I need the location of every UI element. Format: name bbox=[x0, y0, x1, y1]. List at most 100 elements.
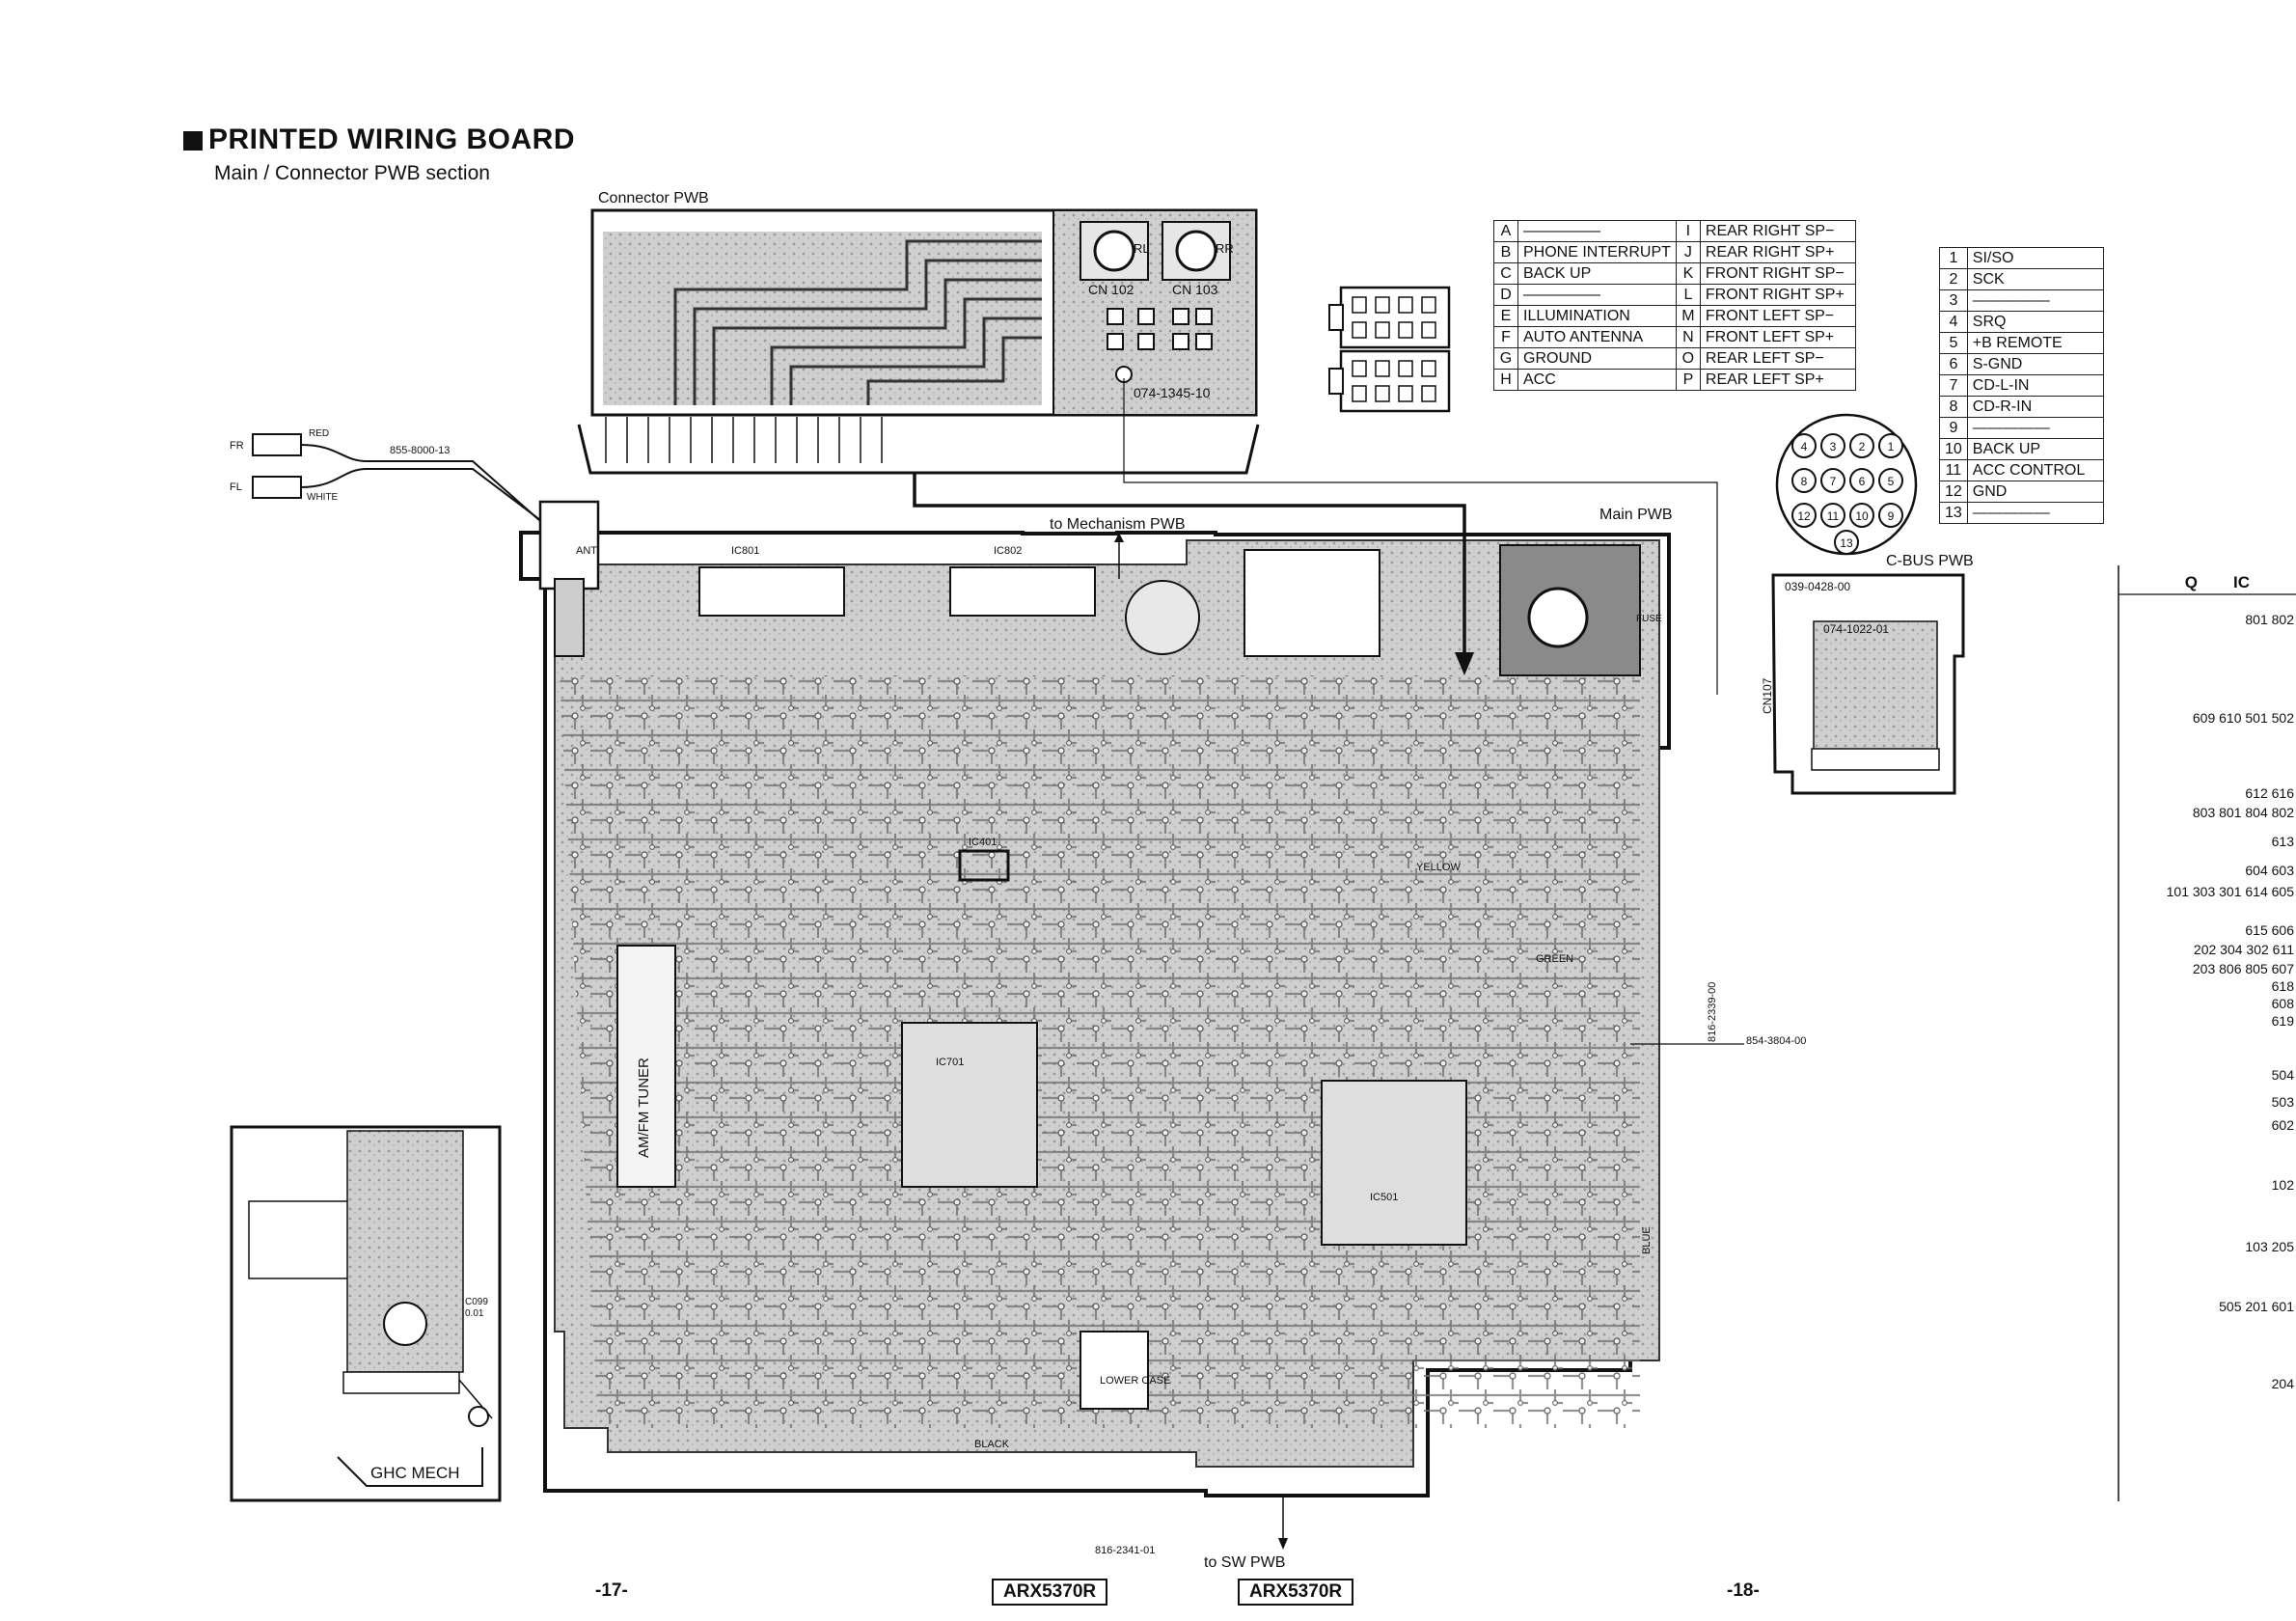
connector-pin-cell: FRONT LEFT SP+ bbox=[1699, 326, 1856, 348]
q-header: Q bbox=[2184, 573, 2198, 591]
qic-row: 602 bbox=[2271, 1117, 2294, 1133]
red-wire-label: RED bbox=[309, 428, 329, 439]
connector-pin-cell: H bbox=[1493, 369, 1518, 391]
connector-pwb: Connector PWB RL RR CN 102 CN 103 074-13… bbox=[577, 190, 1260, 475]
black-wire-label: BLACK bbox=[974, 1439, 1010, 1450]
fl-label: FL bbox=[230, 481, 242, 493]
din-pin-number: 8 bbox=[1801, 475, 1808, 488]
connector-pin-cell: BACK UP bbox=[1517, 262, 1677, 285]
green-wire-label: GREEN bbox=[1536, 953, 1573, 965]
cbus-pin-cell: 12 bbox=[1939, 481, 1968, 503]
connector-pin-cell: AUTO ANTENNA bbox=[1517, 326, 1677, 348]
din-pin-number: 2 bbox=[1859, 440, 1866, 453]
qic-row: 618 bbox=[2271, 978, 2294, 994]
connector-pin-cell: I bbox=[1675, 220, 1701, 242]
qic-row: 609 610 501 502 bbox=[2192, 710, 2294, 726]
page-title-text: PRINTED WIRING BOARD bbox=[208, 124, 575, 155]
qic-row: 101 303 301 614 605 bbox=[2166, 884, 2294, 899]
cbus-pin-cell: 5 bbox=[1939, 332, 1968, 354]
am-fm-tuner-label: AM/FM TUNER bbox=[636, 1058, 652, 1158]
cbus-pin-row: 13————— bbox=[1939, 502, 2104, 524]
connector-pin-cell: REAR RIGHT SP− bbox=[1699, 220, 1856, 242]
connector-pin-cell: E bbox=[1493, 305, 1518, 327]
cn107-label: CN107 bbox=[1761, 677, 1774, 714]
page-number-left: -17- bbox=[595, 1580, 628, 1601]
cbus-pin-cell: S-GND bbox=[1966, 353, 2104, 375]
connector-pin-cell: A bbox=[1493, 220, 1518, 242]
connector-plug-illustration bbox=[1328, 286, 1451, 413]
cbus-pwb-label: C-BUS PWB bbox=[1886, 553, 1974, 569]
qic-row: 504 bbox=[2271, 1067, 2294, 1083]
fr-label: FR bbox=[230, 440, 244, 452]
cbus-part-number-2: 074-1022-01 bbox=[1823, 622, 1889, 636]
cbus-pwb: C-BUS PWB 039-0428-00 074-1022-01 CN107 bbox=[1761, 553, 1974, 795]
connector-pin-cell: FRONT RIGHT SP− bbox=[1699, 262, 1856, 285]
cn102-label: CN 102 bbox=[1088, 282, 1134, 297]
cbus-pin-cell: 11 bbox=[1939, 459, 1968, 481]
din-pin-circle bbox=[1820, 468, 1845, 493]
qic-row: 604 603 bbox=[2245, 863, 2294, 878]
din-pin-circle bbox=[1878, 468, 1903, 493]
cbus-pin-cell: 1 bbox=[1939, 247, 1968, 269]
cbus-pin-cell: 8 bbox=[1939, 396, 1968, 418]
connector-pwb-label: Connector PWB bbox=[598, 190, 709, 206]
connector-pin-cell: REAR RIGHT SP+ bbox=[1699, 241, 1856, 263]
lower-case-label: LOWER CASE bbox=[1100, 1375, 1170, 1387]
ic701-label: IC701 bbox=[936, 1057, 964, 1068]
din-pin-circle bbox=[1849, 433, 1874, 458]
qic-row: 615 606 bbox=[2245, 922, 2294, 938]
yellow-wire-label: YELLOW bbox=[1416, 862, 1461, 873]
din-pin-circle bbox=[1834, 530, 1859, 555]
connector-pin-cell: ILLUMINATION bbox=[1517, 305, 1677, 327]
connector-pin-cell: F bbox=[1493, 326, 1518, 348]
cbus-part-number-1: 039-0428-00 bbox=[1785, 580, 1850, 593]
din-pin-circle bbox=[1878, 433, 1903, 458]
din-pin-number: 1 bbox=[1888, 440, 1895, 453]
rca-cable: FR FL RED WHITE 855-8000-13 bbox=[230, 428, 597, 618]
ic501-label: IC501 bbox=[1370, 1192, 1398, 1203]
cbus-pin-cell: 2 bbox=[1939, 268, 1968, 290]
cbus-pin-cell: ————— bbox=[1966, 502, 2104, 524]
connector-pin-cell: K bbox=[1675, 262, 1701, 285]
page-title: PRINTED WIRING BOARD bbox=[183, 124, 575, 156]
din-pin-circle bbox=[1791, 503, 1817, 528]
to-sw-pwb-label: to SW PWB bbox=[1204, 1554, 1285, 1571]
din-pin-number: 6 bbox=[1859, 475, 1866, 488]
cn103-label: CN 103 bbox=[1172, 282, 1218, 297]
page-subtitle: Main / Connector PWB section bbox=[214, 162, 490, 184]
cbus-pin-cell: ————— bbox=[1966, 417, 2104, 439]
rr-label: RR bbox=[1216, 241, 1234, 256]
connector-pin-cell: REAR LEFT SP+ bbox=[1699, 369, 1856, 391]
ic-top-values: 801 802 bbox=[2245, 612, 2294, 627]
bullet-square-icon bbox=[183, 131, 203, 151]
din-pin-number: 9 bbox=[1888, 509, 1895, 523]
din-pin-circle bbox=[1820, 503, 1845, 528]
din-pin-number: 10 bbox=[1855, 509, 1869, 523]
qic-row: 503 bbox=[2271, 1094, 2294, 1110]
board-part-number-1: 816-2341-01 bbox=[1095, 1545, 1155, 1556]
qic-row: 505 201 601 bbox=[2219, 1299, 2294, 1314]
cbus-pin-cell: 13 bbox=[1939, 502, 1968, 524]
connector-part-number: 074-1345-10 bbox=[1134, 385, 1211, 400]
rl-label: RL bbox=[1134, 241, 1150, 256]
cbus-pin-cell: CD-R-IN bbox=[1966, 396, 2104, 418]
c099-value: 0.01 bbox=[465, 1308, 484, 1319]
din-pin-number: 13 bbox=[1840, 536, 1853, 550]
ic-header: IC bbox=[2233, 573, 2250, 591]
cbus-pin-cell: SRQ bbox=[1966, 311, 2104, 333]
